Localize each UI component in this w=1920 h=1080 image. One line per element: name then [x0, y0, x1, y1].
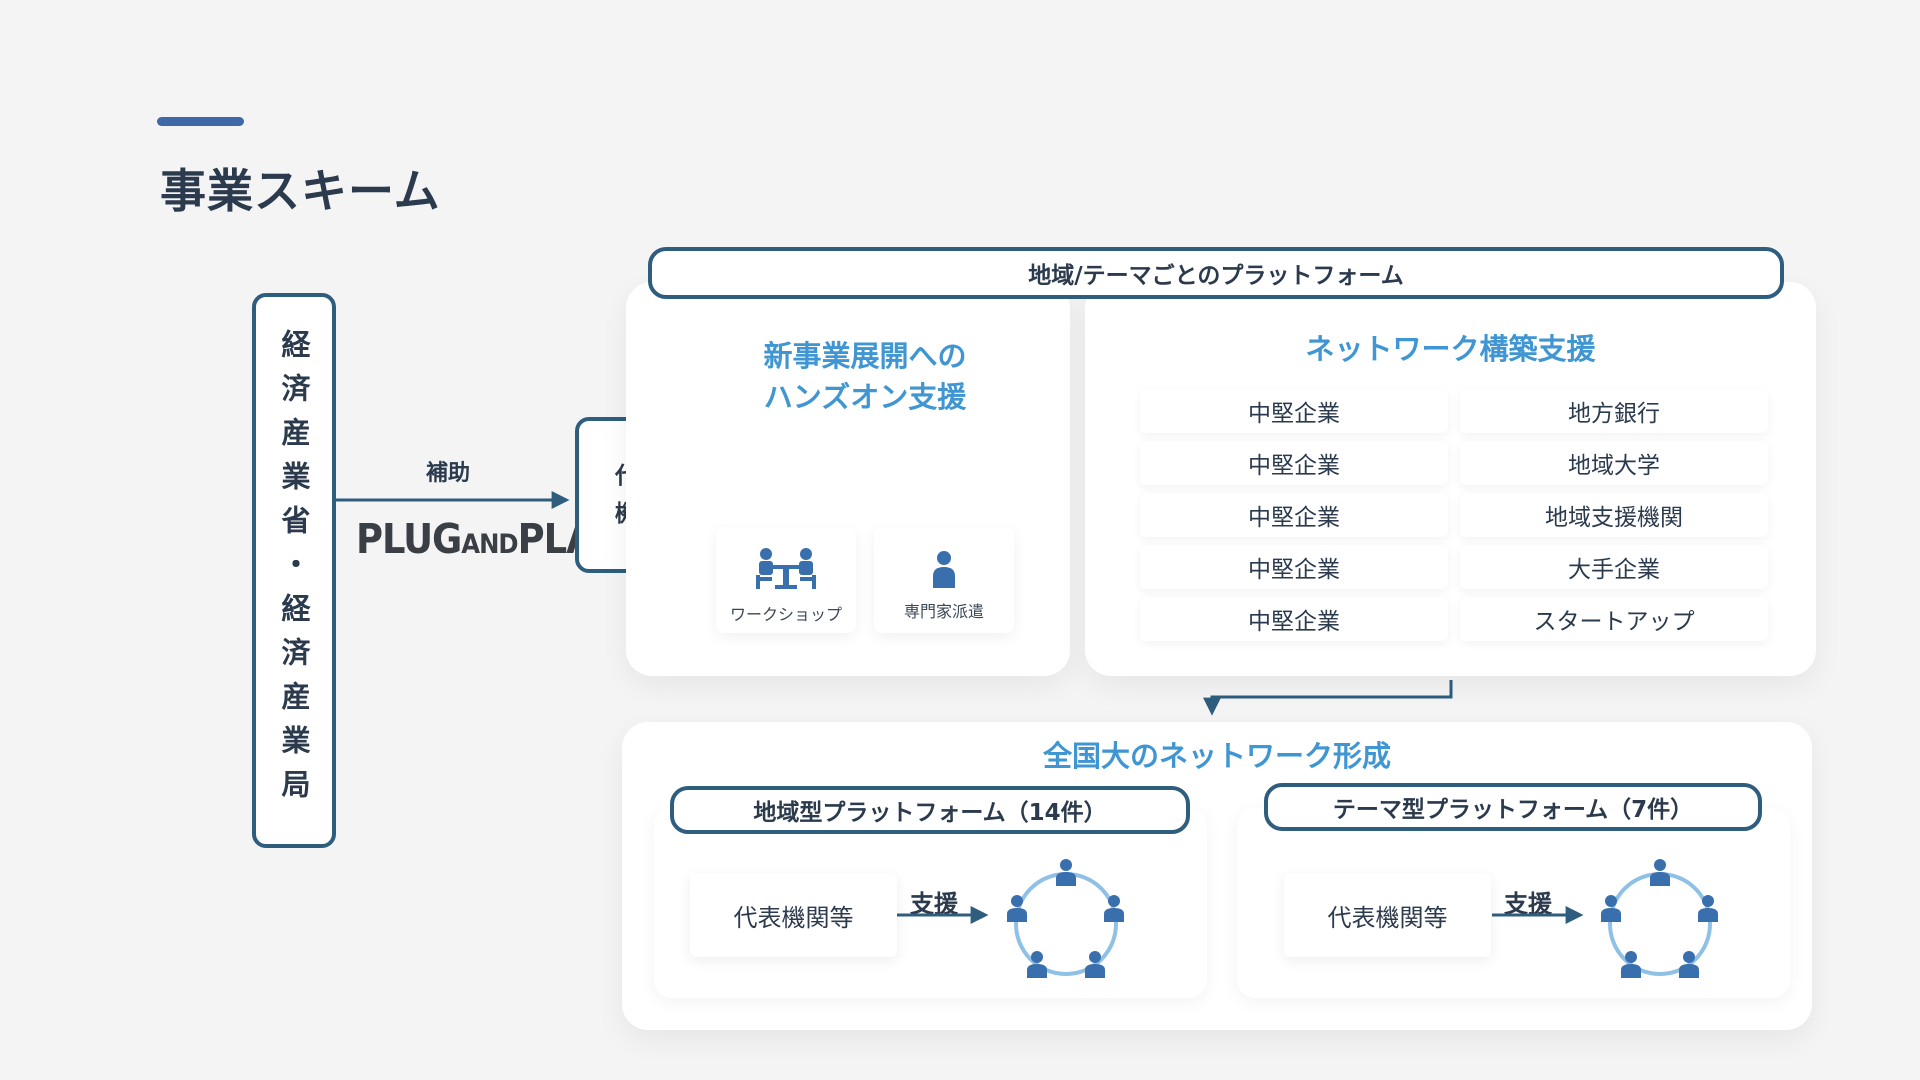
arrow-network-to-nationwide [1203, 680, 1453, 716]
grid-right-2: 地域大学 [1460, 441, 1768, 485]
subsidy-label: 補助 [426, 461, 471, 486]
grid-right-3: 地域支援機関 [1460, 493, 1768, 537]
hands-on-title: 新事業展開への ハンズオン支援 [763, 339, 967, 414]
theme-support-arrow [1492, 906, 1584, 924]
workshop-card: ワークショップ [716, 527, 856, 633]
grid-left-5: 中堅企業 [1140, 597, 1448, 641]
regional-support-label: 支援 [910, 890, 958, 918]
network-title: ネットワーク構築支援 [1305, 332, 1596, 366]
ministry-label: 経済産業省・経済産業局 [277, 328, 311, 813]
expert-dispatch-label: 専門家派遣 [903, 602, 984, 621]
grid-left-2: 中堅企業 [1140, 441, 1448, 485]
theme-network-icon [1601, 859, 1718, 978]
grid-left-4: 中堅企業 [1140, 545, 1448, 589]
grid-right-5: スタートアップ [1460, 597, 1768, 641]
regional-support-arrow [897, 906, 989, 924]
grid-left-1: 中堅企業 [1140, 389, 1448, 433]
theme-support-label: 支援 [1504, 890, 1552, 918]
regional-rep-box: 代表機関等 [690, 873, 897, 957]
theme-header: テーマ型プラットフォーム（7件） [1264, 783, 1762, 831]
theme-rep-box: 代表機関等 [1284, 873, 1491, 957]
expert-dispatch-card: 専門家派遣 [874, 527, 1014, 633]
grid-left-3: 中堅企業 [1140, 493, 1448, 537]
workshop-icon [756, 548, 816, 589]
title-accent-bar [157, 117, 244, 126]
ministry-box: 経済産業省・経済産業局 [252, 293, 336, 848]
regional-header: 地域型プラットフォーム（14件） [670, 786, 1190, 834]
nationwide-title: 全国大のネットワーク形成 [1042, 739, 1391, 773]
grid-right-1: 地方銀行 [1460, 389, 1768, 433]
grid-right-4: 大手企業 [1460, 545, 1768, 589]
person-icon [933, 551, 955, 588]
workshop-label: ワークショップ [729, 605, 842, 624]
platform-header: 地域/テーマごとのプラットフォーム [648, 247, 1784, 299]
regional-network-icon [1007, 859, 1124, 978]
page-title: 事業スキーム [160, 164, 441, 218]
